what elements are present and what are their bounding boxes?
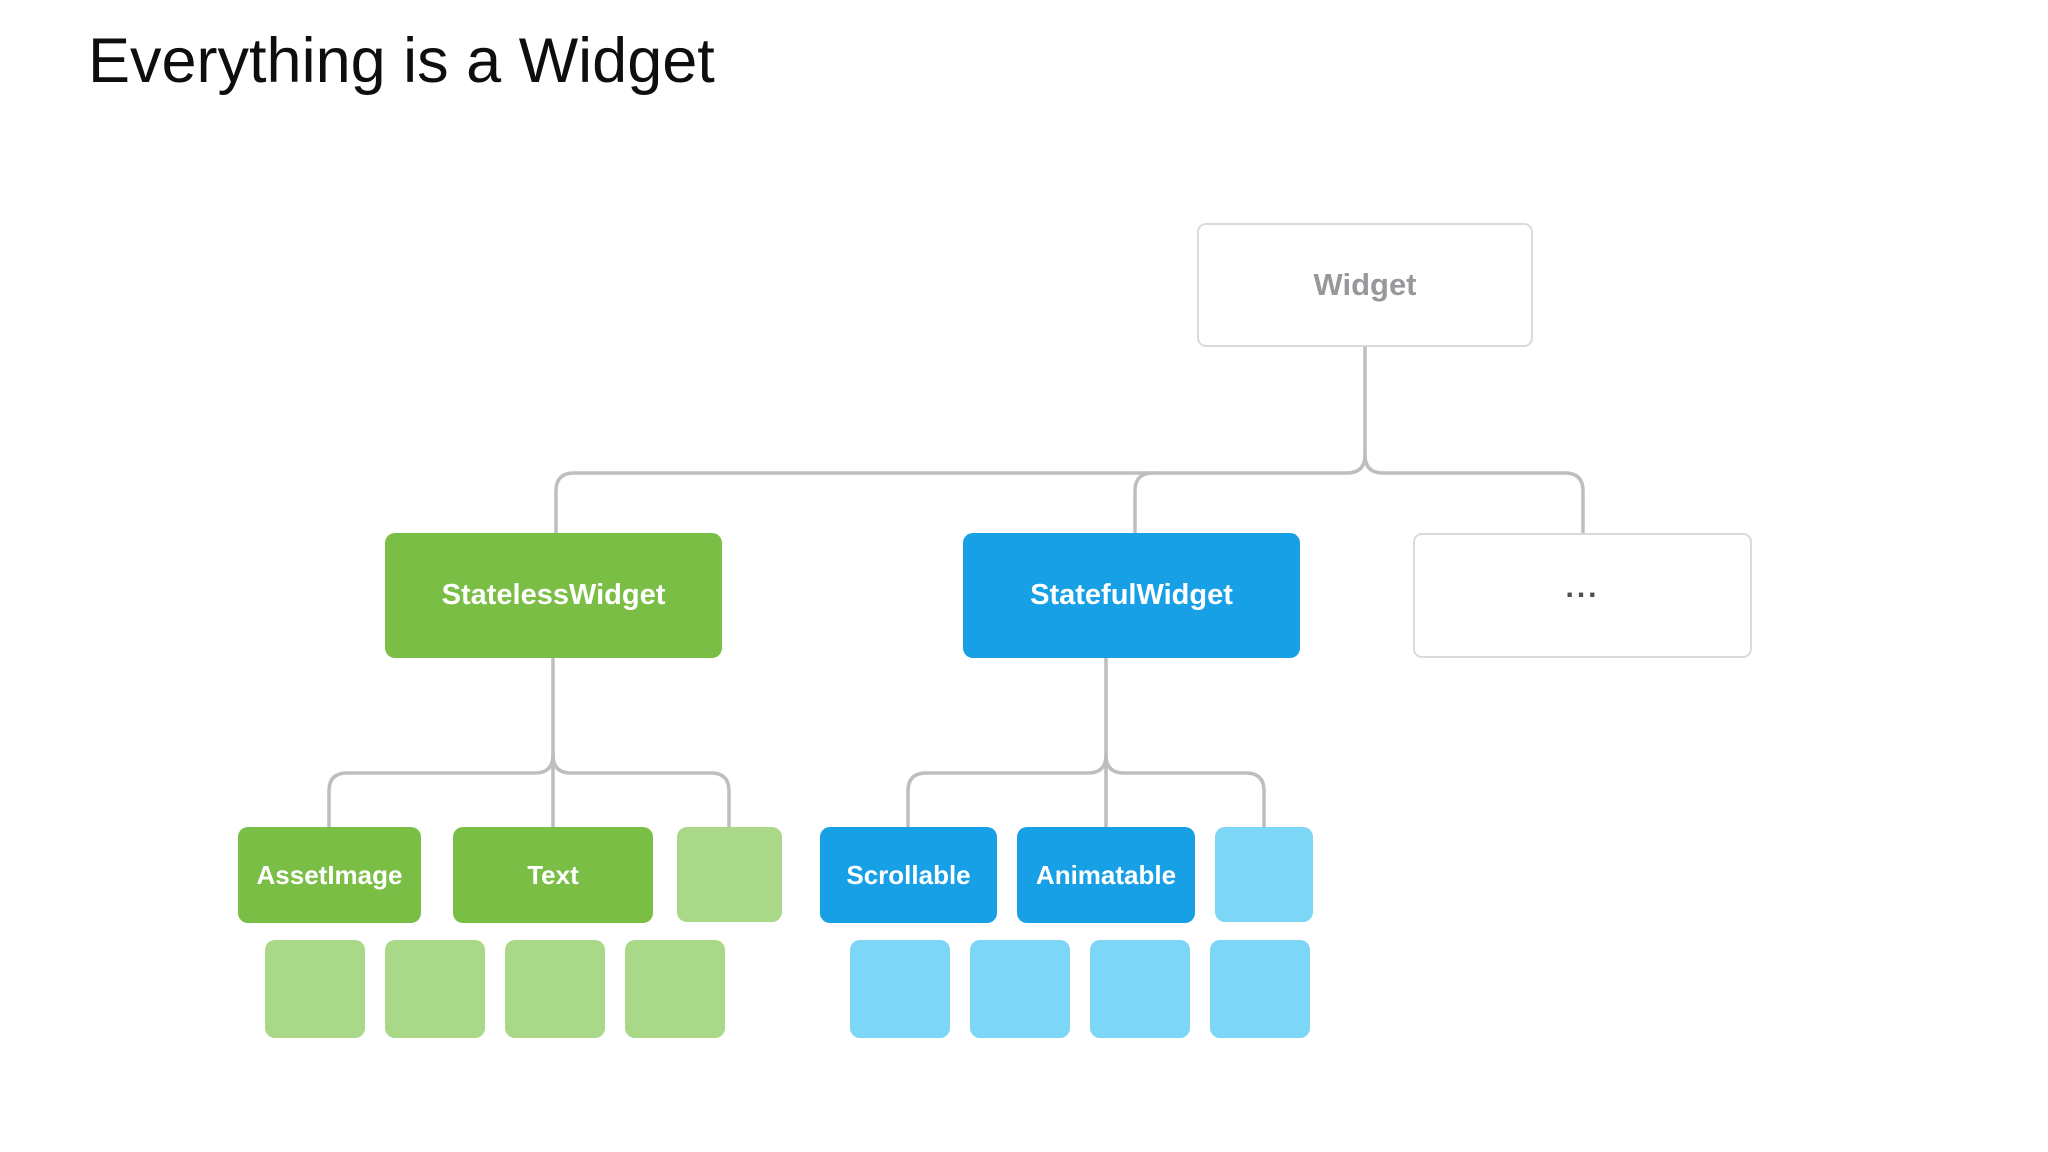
- node-blank-stateful-child: [1215, 827, 1313, 922]
- node-animatable: Animatable: [1017, 827, 1195, 923]
- blue-leaf-square: [1090, 940, 1190, 1038]
- green-leaf-square: [625, 940, 725, 1038]
- edge-stateful-to-scrollable: [906, 753, 1108, 829]
- edge-stateful-to-blank-blue: [1104, 753, 1266, 829]
- page-title: Everything is a Widget: [88, 26, 715, 96]
- blue-leaf-square: [850, 940, 950, 1038]
- node-widget-label: Widget: [1313, 267, 1417, 302]
- node-more-widgets-label: ...: [1565, 570, 1600, 604]
- node-animatable-label: Animatable: [1035, 859, 1177, 890]
- node-stateless-widget: StatelessWidget: [385, 533, 722, 658]
- blue-leaf-square: [1210, 940, 1310, 1038]
- node-text-label: Text: [527, 859, 579, 890]
- node-scrollable: Scrollable: [820, 827, 997, 923]
- node-scrollable-label: Scrollable: [846, 859, 971, 890]
- edge-widget-to-stateful: [1133, 471, 1155, 535]
- node-blank-stateless-child: [677, 827, 782, 922]
- edge-widget-to-more: [1363, 453, 1585, 535]
- edge-stateless-to-blank-green: [551, 753, 731, 829]
- edge-stateless-to-assetimage: [327, 753, 555, 829]
- node-stateful-widget: StatefulWidget: [963, 533, 1300, 658]
- blue-leaf-square: [970, 940, 1070, 1038]
- node-more-widgets: ...: [1413, 533, 1752, 658]
- node-asset-image: AssetImage: [238, 827, 421, 923]
- green-leaf-square: [505, 940, 605, 1038]
- node-asset-image-label: AssetImage: [256, 859, 403, 890]
- node-widget: Widget: [1197, 223, 1533, 347]
- node-stateful-widget-label: StatefulWidget: [1030, 579, 1233, 611]
- edge-widget-to-stateless: [554, 345, 1367, 535]
- green-leaf-square: [385, 940, 485, 1038]
- node-stateless-widget-label: StatelessWidget: [441, 579, 666, 611]
- stateless-grandchildren-row: [265, 940, 725, 1038]
- node-text: Text: [453, 827, 653, 923]
- green-leaf-square: [265, 940, 365, 1038]
- stateful-grandchildren-row: [850, 940, 1310, 1038]
